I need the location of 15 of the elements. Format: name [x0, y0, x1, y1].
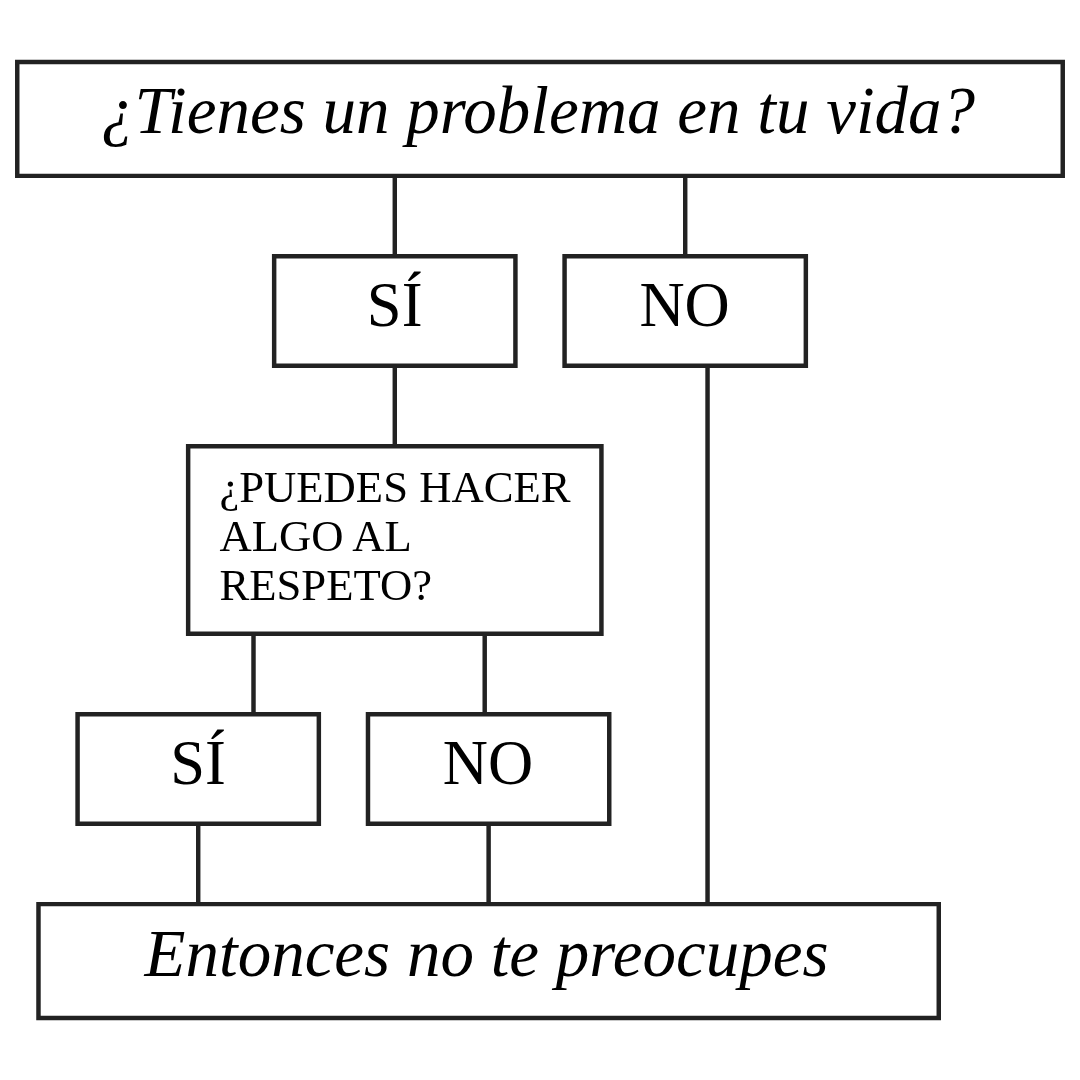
node-box: SÍ — [75, 712, 322, 826]
node-box: ¿PUEDES HACER ALGO AL RESPETO? — [185, 443, 604, 637]
node-box: ¿Tienes un problema en tu vida? — [15, 59, 1065, 179]
node-box: NO — [365, 712, 612, 826]
connector — [195, 824, 201, 904]
node-box: NO — [562, 254, 809, 368]
connector — [251, 634, 256, 715]
connector — [392, 176, 398, 257]
connector — [486, 824, 491, 904]
node-box: SÍ — [271, 254, 518, 368]
connector — [392, 365, 398, 446]
connector — [482, 634, 487, 715]
connector — [682, 176, 688, 257]
node-box: Entonces no te preocupes — [36, 901, 941, 1021]
connector — [705, 366, 710, 904]
